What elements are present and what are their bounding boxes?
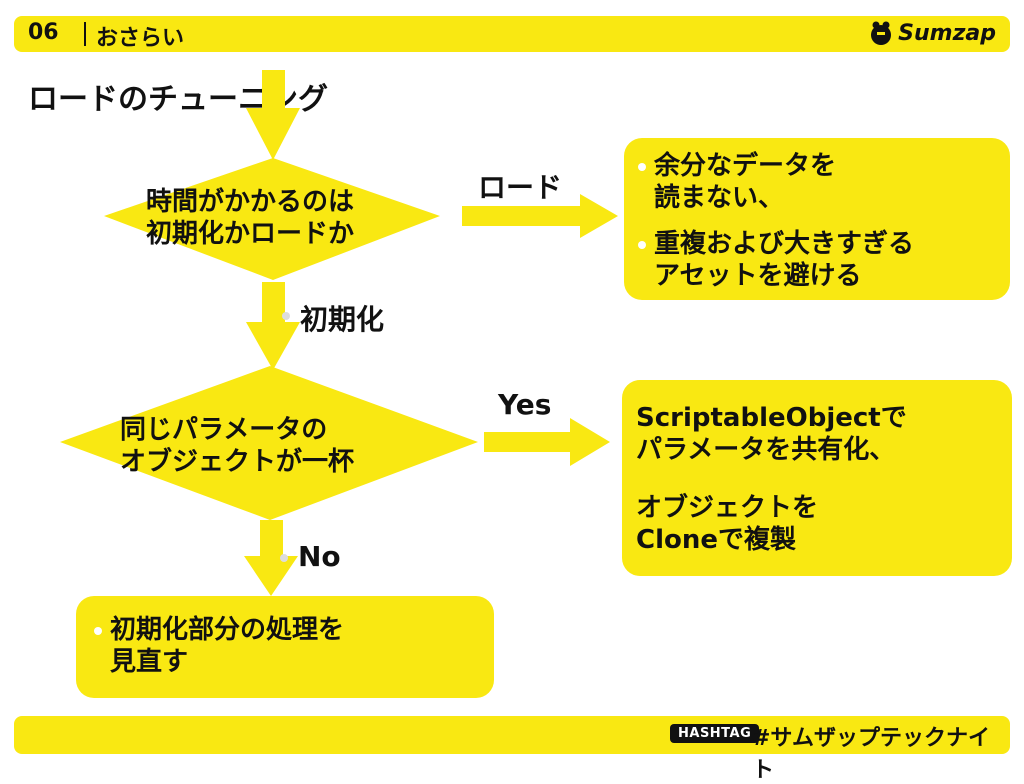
header-divider [84,22,86,46]
load-bullet-2: 重複および大きすぎる アセットを避ける [638,228,915,292]
decision1-text: 時間がかかるのは 初期化かロードか [146,186,354,250]
edge-init-text: 初期化 [300,303,385,336]
decision2-line1: 同じパラメータの [120,415,328,445]
yes-result-box: ScriptableObjectで パラメータを共有化、 オブジェクトを Clo… [622,380,1012,576]
load-bullet-2-line2: アセットを避ける [654,261,862,291]
bullet-dot [94,627,102,635]
yes-line2: パラメータを共有化、 [636,435,896,465]
no-bullet: 初期化部分の処理を 見直す [94,614,345,678]
load-bullet-1-line2: 読まない、 [654,183,785,213]
arrow-no [244,520,298,596]
load-result-box: 余分なデータを 読まない、 重複および大きすぎる アセットを避ける [624,138,1010,300]
edge-no-text: No [298,540,341,573]
section-title: おさらい [96,26,185,51]
flowchart [60,70,618,596]
yes-text-2: オブジェクトを Cloneで複製 [636,492,818,556]
decision1-line1: 時間がかかるのは [146,187,355,217]
decision2-line2: オブジェクトが一杯 [120,447,355,477]
edge-label-no: No [280,540,341,573]
arrow-top [246,70,300,160]
decision2-diamond [60,366,478,520]
logo-text: Sumzap [898,20,996,46]
edge-label-load: ロード [478,171,563,204]
hashtag-badge: HASHTAG [670,724,760,743]
no-line1: 初期化部分の処理を [110,615,345,645]
footer-bar: HASHTAG #サムザップテックナイト [14,716,1010,783]
decision1-line2: 初期化かロードか [146,219,355,249]
load-bullet-2-line1: 重複および大きすぎる [654,229,915,259]
bullet-dot [280,554,288,562]
no-result-box: 初期化部分の処理を 見直す [76,596,494,698]
edge-label-yes: Yes [498,388,552,421]
load-bullet-1: 余分なデータを 読まない、 [638,150,837,214]
yes-text-1: ScriptableObjectで パラメータを共有化、 [636,402,907,466]
hashtag-text: #サムザップテックナイト [752,726,990,783]
arrow-load [462,194,618,238]
sumzap-logo-icon [871,21,892,45]
header-bar: 06 おさらい Sumzap [14,16,1010,52]
yes-line1: ScriptableObjectで [636,403,907,433]
bullet-dot [638,163,646,171]
arrow-yes [484,418,610,466]
arrow-init [246,282,300,370]
decision1-diamond [104,158,440,280]
bullet-dot [282,312,290,320]
section-number: 06 [28,20,59,45]
load-bullet-1-line1: 余分なデータを [654,151,837,181]
logo: Sumzap [868,20,996,46]
yes-line4: Cloneで複製 [636,525,796,555]
bullet-dot [638,241,646,249]
decision2-text: 同じパラメータの オブジェクトが一杯 [120,414,354,478]
yes-line3: オブジェクトを [636,493,819,523]
no-line2: 見直す [110,647,189,677]
edge-label-init: 初期化 [282,298,385,338]
